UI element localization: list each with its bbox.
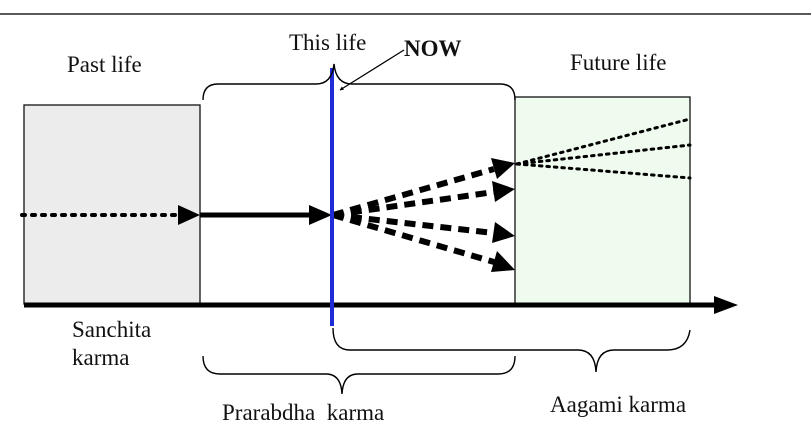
future-life-box (514, 96, 691, 305)
future-life-label: Future life (570, 50, 666, 75)
now-label: NOW (404, 36, 462, 61)
fan-arrow-1 (332, 166, 495, 218)
aagami-brace (332, 327, 691, 373)
aagami-karma-label: Aagami karma (550, 392, 686, 417)
future-dotted-lines (515, 117, 692, 180)
fan-arrow-2 (332, 189, 495, 218)
past-karma-arrowhead (178, 205, 200, 225)
sanchita-karma-label-line2: karma (72, 345, 129, 370)
past-life-box (23, 104, 201, 305)
timeline-arrowhead (714, 296, 738, 314)
fan-arrowhead-1 (491, 158, 515, 179)
fan-arrows (332, 158, 515, 272)
fan-arrowhead-3 (492, 222, 515, 243)
this-life-label: This life (289, 30, 366, 55)
prarabdha-karma-label: Prarabdha karma (222, 400, 384, 425)
sanchita-karma-label-line1: Sanchita (72, 317, 151, 342)
future-dotted-line-1 (515, 117, 692, 166)
this-life-brace (202, 63, 516, 101)
fan-arrowhead-4 (491, 251, 515, 272)
future-dotted-line-3 (515, 162, 692, 180)
fan-arrow-4 (332, 212, 495, 265)
future-dotted-line-2 (515, 143, 692, 166)
present-karma-arrowhead (309, 205, 332, 225)
prarabdha-brace (202, 355, 516, 395)
past-life-label: Past life (67, 52, 142, 77)
fan-arrowhead-2 (492, 181, 515, 202)
fan-arrow-3 (332, 212, 495, 236)
